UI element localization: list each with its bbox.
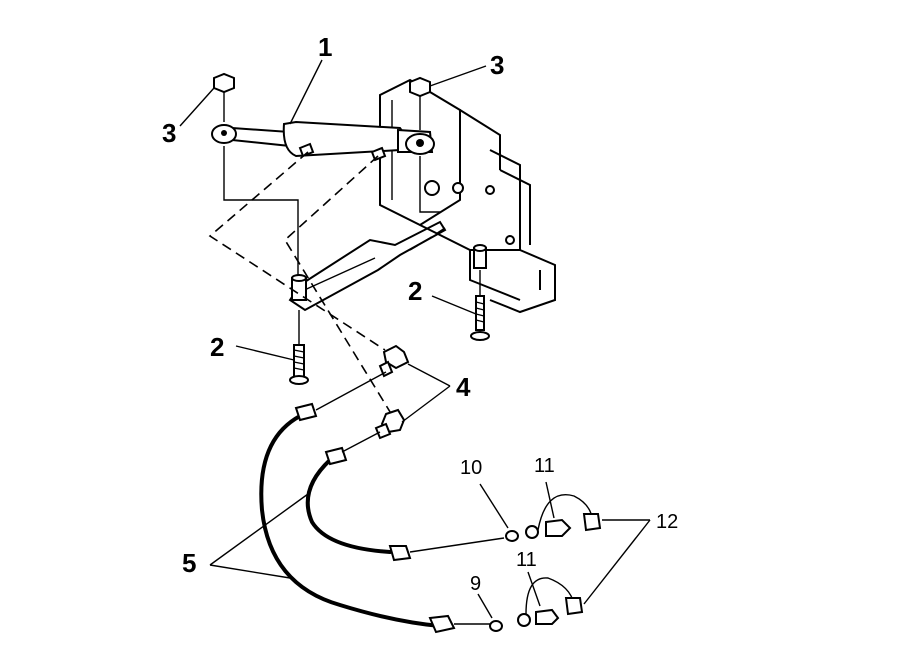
bolt-left — [289, 344, 309, 385]
callout-2-left: 2 — [210, 332, 224, 362]
callout-3-right: 3 — [490, 50, 504, 80]
leader-lines — [179, 59, 651, 619]
hydraulic-cylinder — [211, 120, 435, 162]
callout-3-left: 3 — [162, 118, 176, 148]
fitting-lower — [374, 408, 406, 440]
callout-11-lower: 11 — [516, 549, 537, 571]
plug-10 — [505, 530, 519, 542]
callout-1: 1 — [318, 32, 332, 62]
callout-11-upper: 11 — [534, 455, 555, 477]
assembly-lines — [208, 92, 481, 421]
callout-9: 9 — [470, 573, 481, 595]
cap-12-upper — [582, 513, 602, 532]
callout-12: 12 — [656, 511, 678, 533]
fitting-upper — [378, 344, 410, 378]
hose-inner — [305, 431, 505, 562]
callout-4: 4 — [456, 372, 471, 402]
callout-labels: 1 2 2 3 3 4 5 9 10 11 11 12 — [162, 32, 678, 595]
cap-11-lower — [517, 577, 575, 627]
nut-right — [409, 76, 431, 98]
callout-5: 5 — [182, 548, 196, 578]
frame-bracket — [379, 78, 556, 314]
bolt-right — [470, 295, 490, 341]
nut-left — [213, 72, 235, 94]
spacer-right — [473, 244, 487, 269]
hose-outer — [259, 371, 492, 634]
cap-12-lower — [564, 597, 584, 616]
plug-9 — [489, 620, 503, 632]
callout-10: 10 — [460, 457, 482, 479]
callout-2-right: 2 — [408, 276, 422, 306]
cap-11-upper — [525, 494, 593, 539]
